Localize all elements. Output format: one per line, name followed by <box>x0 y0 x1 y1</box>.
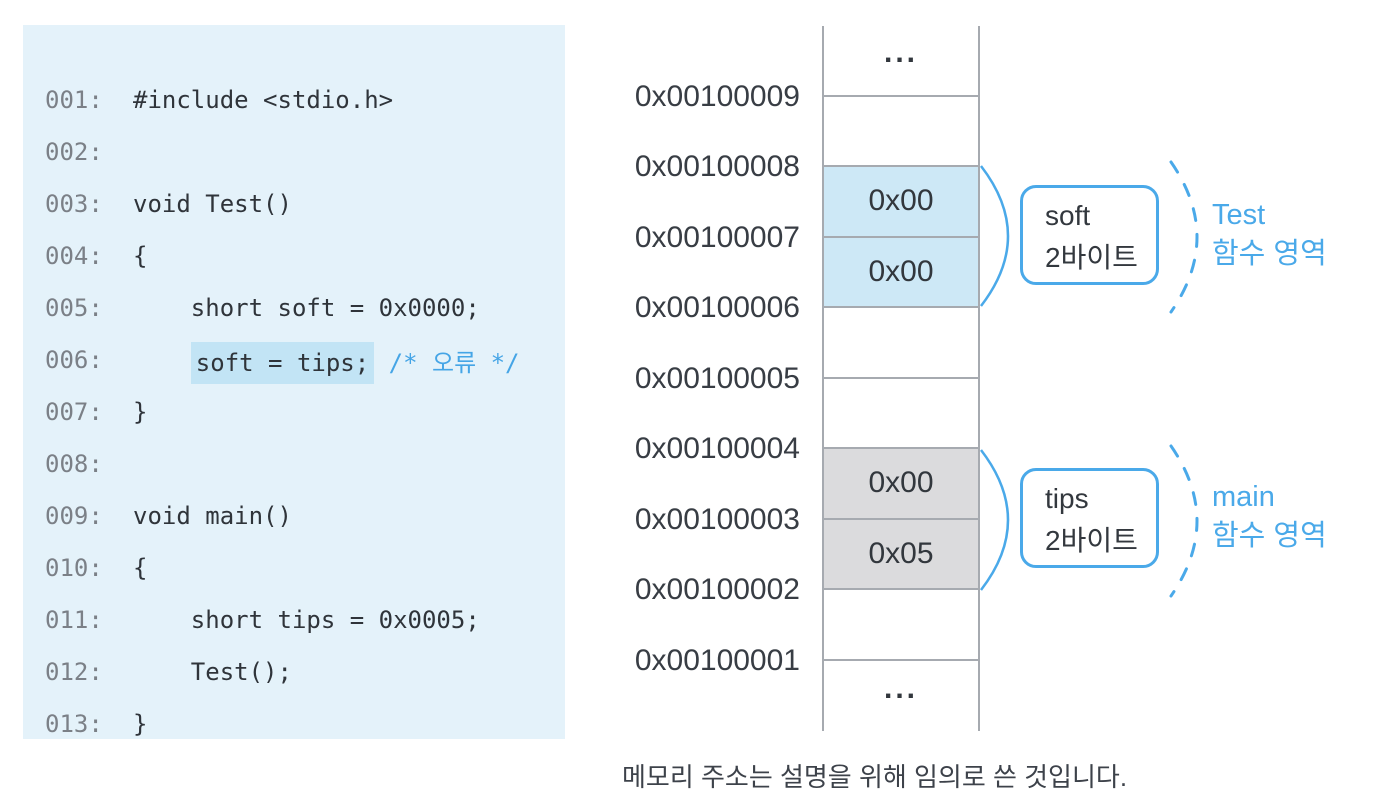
code-segment: void main() <box>133 502 292 530</box>
line-number: 011: <box>45 606 103 634</box>
code-segment: Test(); <box>133 658 292 686</box>
line-number: 004: <box>45 242 103 270</box>
code-segment: short tips = 0x0005; <box>133 606 480 634</box>
memory-address-label: 0x00100007 <box>634 220 800 254</box>
memory-cell <box>824 590 978 661</box>
memory-cell-value: ... <box>883 671 918 705</box>
main-region-label: main 함수 영역 <box>1212 478 1327 556</box>
code-segment: { <box>133 242 148 270</box>
code-line: 013:} <box>45 698 520 750</box>
memory-cell-value: 0x00 <box>868 254 934 288</box>
line-number: 009: <box>45 502 103 530</box>
test-region-brace-dashed <box>1169 160 1199 314</box>
line-number: 002: <box>45 138 103 166</box>
tips-byte-bracket <box>980 449 1010 591</box>
line-number: 013: <box>45 710 103 738</box>
memory-column: ... 0x00 0x00 0x00 0x05... <box>822 26 980 731</box>
code-segment: void Test() <box>133 190 292 218</box>
line-number: 005: <box>45 294 103 322</box>
code-segment: #include <stdio.h> <box>133 86 394 114</box>
code-segment <box>133 349 191 377</box>
code-lines: 001: #include <stdio.h> 002: 003: void Test(… <box>45 74 520 750</box>
code-segment: } <box>133 398 148 426</box>
test-region-name: Test <box>1212 199 1266 231</box>
soft-variable-box: soft 2바이트 <box>1020 185 1159 285</box>
memory-address-label: 0x00100001 <box>634 643 800 677</box>
memory-address-label: 0x00100006 <box>634 291 800 324</box>
line-number: 001: <box>45 86 103 114</box>
code-line: 007:} <box>45 386 520 438</box>
main-region-name: main <box>1212 481 1275 513</box>
memory-address-label: 0x00100009 <box>634 79 800 113</box>
memory-address-label: 0x00100005 <box>634 361 800 395</box>
memory-cell-value: 0x00 <box>868 184 934 218</box>
memory-address-label: 0x00100002 <box>634 573 800 606</box>
code-line: 002: <box>45 126 520 178</box>
code-text: soft = tips; /* 오류 */ <box>133 341 520 384</box>
memory-cell <box>824 379 978 449</box>
error-highlight: soft = tips; <box>190 341 375 384</box>
code-text: short tips = 0x0005; <box>133 606 480 634</box>
tips-variable-name: tips <box>1045 483 1089 514</box>
code-text: void Test() <box>133 190 292 218</box>
memory-cell-value: ... <box>883 36 918 70</box>
line-number: 008: <box>45 450 103 478</box>
code-line: 005: short soft = 0x0000; <box>45 282 520 334</box>
code-segment: } <box>133 710 148 738</box>
memory-cell-value: 0x00 <box>868 466 934 500</box>
memory-cell: 0x00 <box>824 237 978 308</box>
line-number: 006: <box>45 346 103 374</box>
code-text: void main() <box>133 502 292 530</box>
code-text: { <box>133 242 147 270</box>
soft-byte-bracket <box>980 165 1010 307</box>
code-line: 011: short tips = 0x0005; <box>45 594 520 646</box>
code-line: 009: void main() <box>45 490 520 542</box>
memory-cell: ... <box>824 661 978 732</box>
line-number: 003: <box>45 190 103 218</box>
soft-variable-name: soft <box>1045 200 1091 231</box>
line-number: 010: <box>45 554 103 582</box>
main-region-suffix: 함수 영역 <box>1212 520 1327 552</box>
line-number: 012: <box>45 658 103 686</box>
memory-cell-value: 0x05 <box>868 536 934 570</box>
memory-cell <box>824 97 978 167</box>
line-number: 007: <box>45 398 103 426</box>
memory-address-label: 0x00100008 <box>634 150 800 183</box>
memory-cell <box>824 308 978 379</box>
code-line: 004: { <box>45 230 520 282</box>
code-text: } <box>133 710 147 738</box>
memory-cell: ... <box>824 26 978 97</box>
code-segment: { <box>133 554 148 582</box>
memory-address-label: 0x00100003 <box>634 502 800 536</box>
code-line: 010: { <box>45 542 520 594</box>
code-line: 001: #include <stdio.h> <box>45 74 520 126</box>
code-comment: /* 오류 */ <box>388 348 520 377</box>
tips-variable-size: 2바이트 <box>1045 525 1138 556</box>
tips-variable-box: tips 2바이트 <box>1020 468 1159 568</box>
code-line: 008: <box>45 438 520 490</box>
code-text: short soft = 0x0000; <box>133 294 480 322</box>
figure-caption: 메모리 주소는 설명을 위해 임의로 쓴 것입니다. <box>622 762 1128 792</box>
code-text: Test(); <box>133 658 292 686</box>
test-region-suffix: 함수 영역 <box>1212 238 1327 270</box>
soft-variable-size: 2바이트 <box>1045 242 1138 273</box>
memory-cell: 0x05 <box>824 519 978 590</box>
code-text: #include <stdio.h> <box>133 86 393 114</box>
memory-cell: 0x00 <box>824 449 978 520</box>
code-listing-panel: 001: #include <stdio.h> 002: 003: void Test(… <box>23 25 565 739</box>
code-line: 006: soft = tips; /* 오류 */ <box>45 334 520 386</box>
code-line: 012: Test(); <box>45 646 520 698</box>
code-segment: short soft = 0x0000; <box>133 294 480 322</box>
memory-cell: 0x00 <box>824 167 978 238</box>
code-text: { <box>133 554 147 582</box>
test-region-label: Test 함수 영역 <box>1212 196 1327 274</box>
code-segment <box>374 349 388 377</box>
code-text: } <box>133 398 147 426</box>
code-line: 003: void Test() <box>45 178 520 230</box>
main-region-brace-dashed <box>1169 444 1199 598</box>
memory-address-label: 0x00100004 <box>634 432 800 465</box>
